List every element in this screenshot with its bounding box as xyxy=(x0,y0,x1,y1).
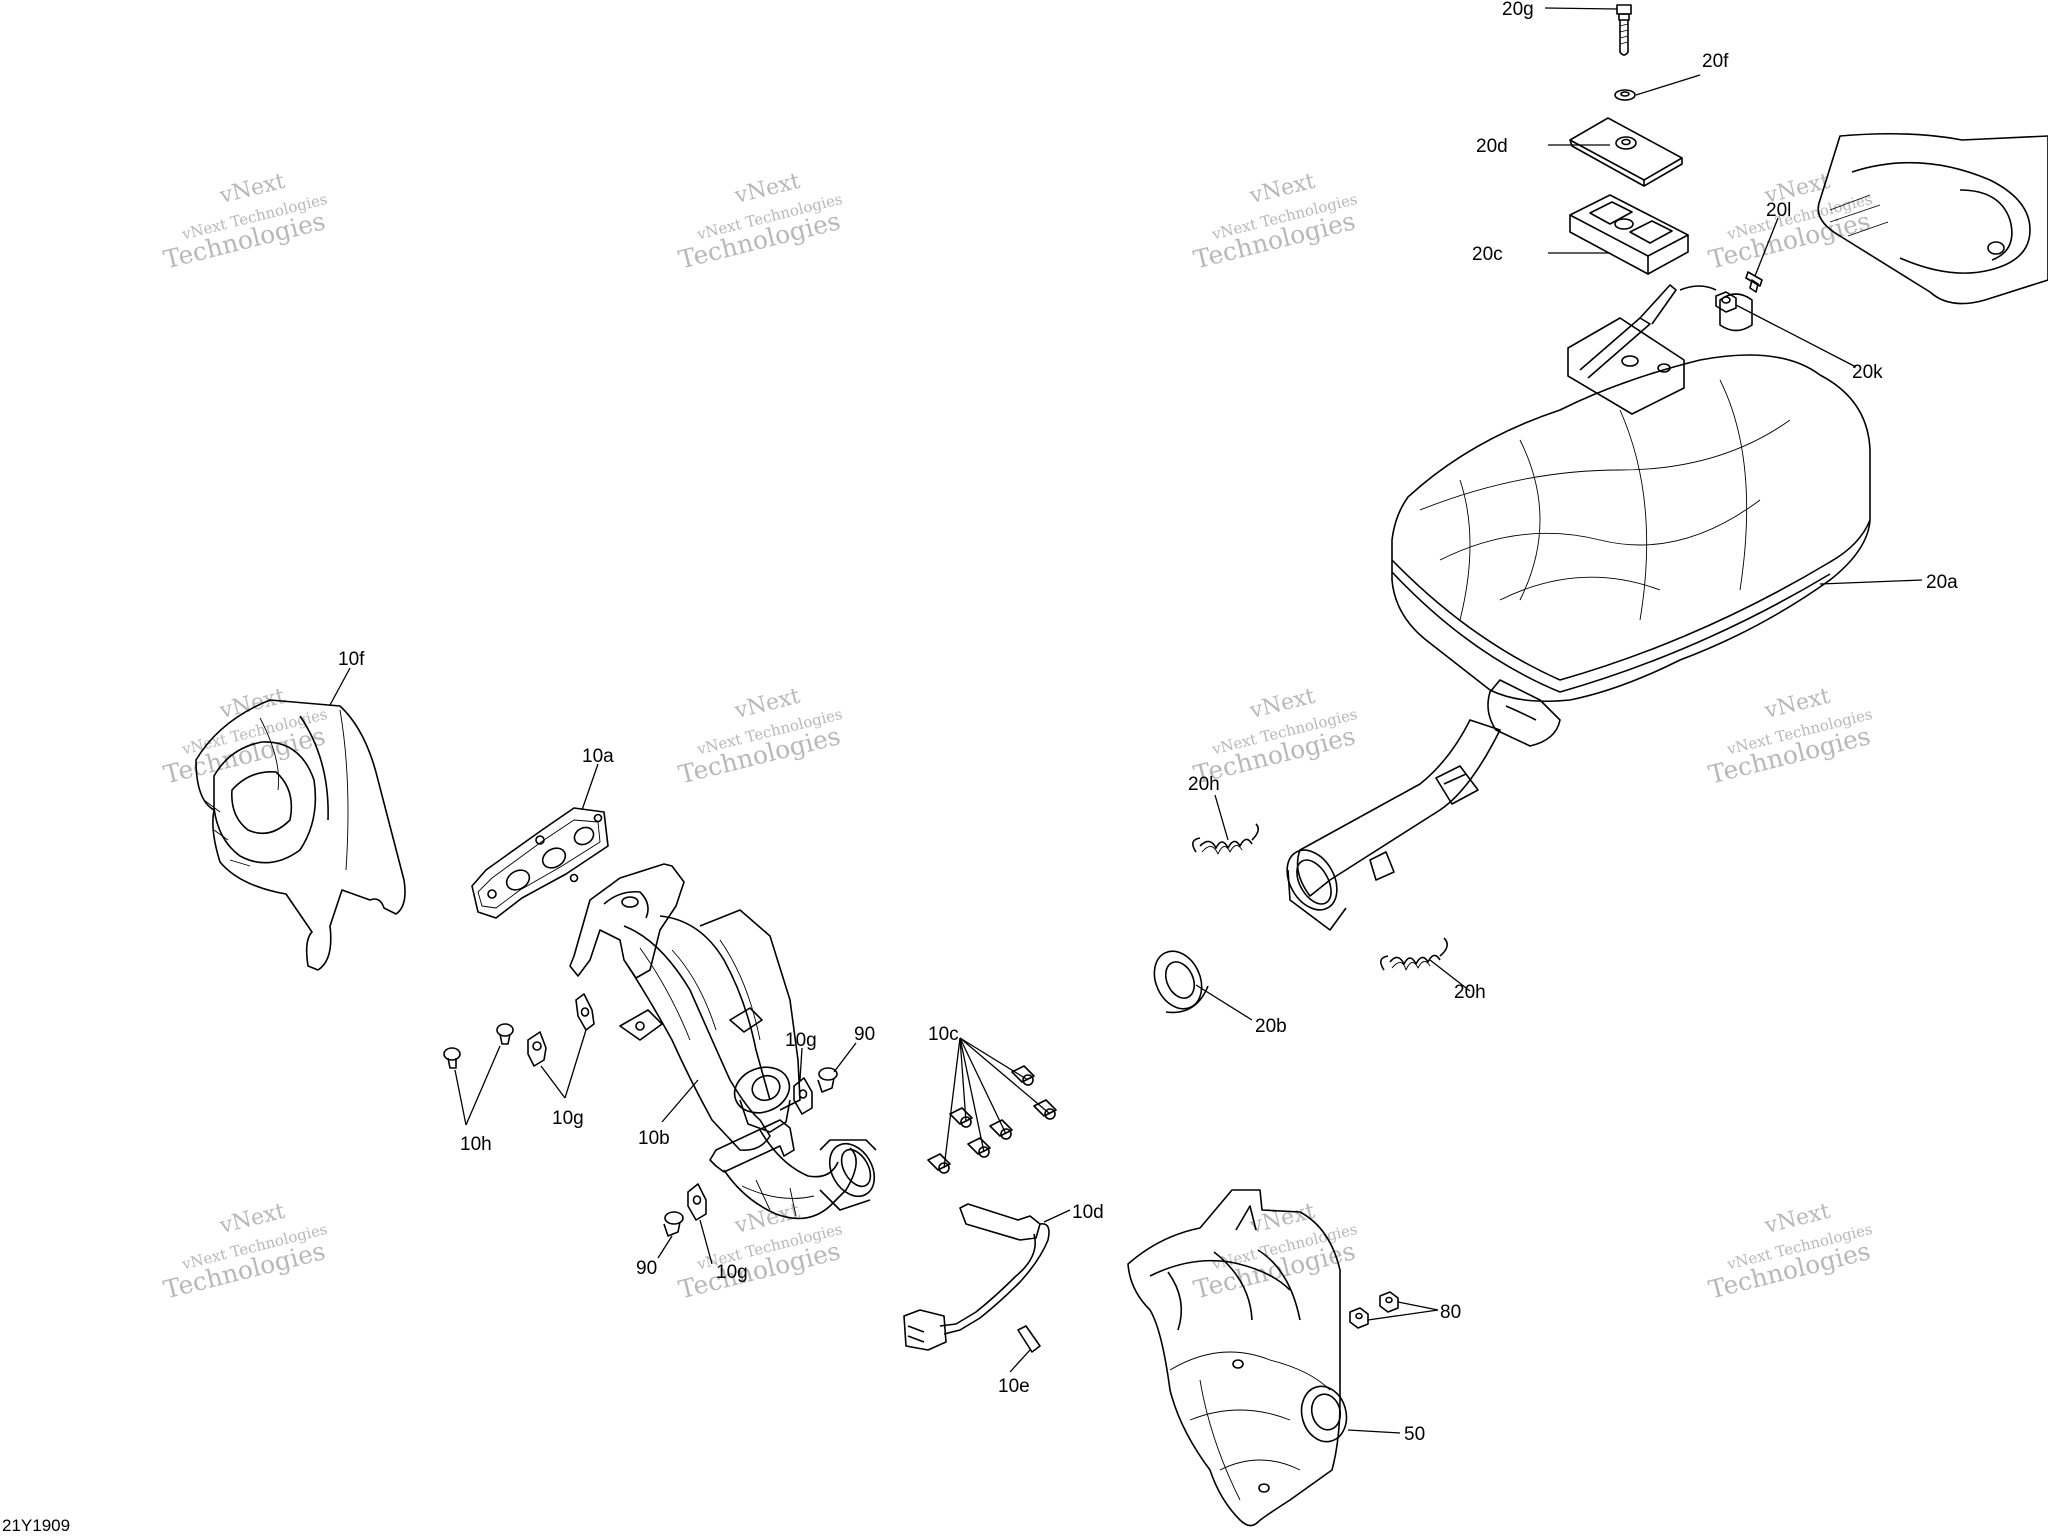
callout-10b: 10b xyxy=(638,1128,670,1149)
callout-20a: 20a xyxy=(1926,572,1958,593)
callout-10g-left: 10g xyxy=(552,1108,584,1129)
part-10g-nut-2 xyxy=(575,993,595,1031)
part-80-nuts xyxy=(1349,1291,1399,1329)
part-20h-spring-upper xyxy=(1192,823,1260,855)
callout-80: 80 xyxy=(1440,1302,1461,1323)
part-50-heat-shield xyxy=(1127,1189,1348,1527)
part-10h-stud-2 xyxy=(496,1023,514,1045)
part-rear-heat-shield xyxy=(1817,132,2048,305)
callout-10g-right: 10g xyxy=(785,1030,817,1051)
callout-20l: 20l xyxy=(1766,200,1791,221)
leader-lines xyxy=(329,7,1923,1434)
part-10c-bolts xyxy=(927,1065,1057,1174)
part-20f-washer xyxy=(1614,89,1636,101)
callout-50: 50 xyxy=(1404,1424,1425,1445)
part-90-bolt-2 xyxy=(663,1211,684,1237)
callout-90-lower: 90 xyxy=(636,1258,657,1279)
callout-20f: 20f xyxy=(1702,51,1729,72)
part-20l-bolt xyxy=(1745,271,1763,293)
part-muffler-inlet-pipe xyxy=(1286,719,1501,931)
diagram-code: 21Y1909 xyxy=(2,1516,70,1535)
part-10g-nut-3 xyxy=(793,1077,813,1115)
part-10a-gasket xyxy=(471,807,609,919)
part-10b-exhaust-manifold xyxy=(569,863,877,1220)
callout-20h-lower: 20h xyxy=(1454,982,1486,1003)
callout-10h: 10h xyxy=(460,1134,492,1155)
part-10f-heat-shield xyxy=(195,699,406,971)
part-10g-nut-4 xyxy=(687,1183,707,1221)
part-20a-muffler xyxy=(1391,284,1871,747)
part-10h-stud-1 xyxy=(443,1047,461,1069)
callout-20b: 20b xyxy=(1255,1016,1287,1037)
part-20g-bolt xyxy=(1616,4,1632,56)
callout-20k: 20k xyxy=(1852,362,1883,383)
callout-20c: 20c xyxy=(1472,244,1503,265)
callout-10c: 10c xyxy=(928,1024,959,1045)
part-20c-rubber-block xyxy=(1569,194,1689,275)
part-10e-clip xyxy=(1017,1325,1041,1353)
callout-20g: 20g xyxy=(1502,0,1534,20)
part-10g-nut-1 xyxy=(527,1031,547,1067)
part-20h-spring-lower xyxy=(1380,937,1448,971)
callout-10a: 10a xyxy=(582,746,614,767)
part-20b-gasket xyxy=(1153,950,1209,1014)
part-90-bolt-1 xyxy=(817,1067,838,1093)
part-20d-plate xyxy=(1569,117,1683,187)
callout-10d: 10d xyxy=(1072,1202,1104,1223)
callout-20d: 20d xyxy=(1476,136,1508,157)
callout-10g-bottom: 10g xyxy=(716,1262,748,1283)
callout-10e: 10e xyxy=(998,1376,1030,1397)
callout-20h-upper: 20h xyxy=(1188,774,1220,795)
callout-10f: 10f xyxy=(338,649,365,670)
callout-90-upper: 90 xyxy=(854,1024,875,1045)
part-10d-oxygen-sensor xyxy=(903,1203,1050,1351)
callout-labels: 20g 20f 20d 20c 20l 20k 20a 20h 20h 20b … xyxy=(2,0,1958,1535)
